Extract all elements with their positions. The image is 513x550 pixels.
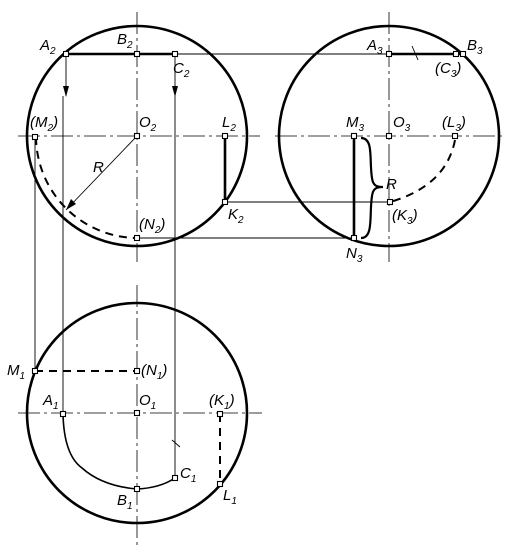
label-b2: B2: [117, 31, 133, 51]
point-a3: [385, 50, 393, 58]
label-l1: L1: [223, 487, 237, 507]
point-l3: [451, 132, 459, 140]
point-a1: [59, 410, 67, 418]
top-view-tick-mark: [171, 439, 181, 448]
label-b3: B3: [467, 37, 483, 57]
curly-brace: [360, 136, 384, 240]
side-view-hidden-arc-l3-k3: [389, 139, 456, 203]
front-view: [18, 12, 260, 262]
label-k2: K2: [228, 206, 244, 226]
point-b1: [133, 485, 141, 493]
label-c2: C2: [173, 60, 190, 80]
label-a2: A2: [39, 37, 56, 57]
label-c3: (C3): [435, 60, 461, 80]
label-o1: O1: [139, 392, 156, 412]
point-c1: [171, 474, 179, 482]
point-m1: [31, 367, 39, 375]
top-view-curve-a1-b1-c1: [62, 413, 176, 490]
label-k1: (K1): [209, 392, 235, 412]
label-a1: A1: [42, 392, 59, 412]
label-n3: N3: [346, 245, 363, 265]
point-o3: [385, 132, 393, 140]
arrowhead-a2: [63, 86, 69, 97]
label-r-front: R: [93, 159, 104, 176]
point-o2: [133, 132, 141, 140]
point-k1: [216, 410, 224, 418]
point-b2: [133, 50, 141, 58]
point-l1: [216, 480, 224, 488]
point-l2: [221, 132, 229, 140]
labels: A2 B2 C2 (M2) O2 L2 R K2 (N2) A3 B3 (C3)…: [7, 31, 483, 512]
point-a2: [62, 50, 70, 58]
label-a3: A3: [366, 37, 383, 57]
side-view-tick-mark: [411, 45, 419, 61]
label-m1: M1: [7, 362, 25, 382]
label-l3: (L3): [442, 114, 466, 134]
arrowhead-c2: [172, 86, 178, 97]
label-o2: O2: [139, 114, 157, 134]
point-c3: [452, 50, 460, 58]
projection-lines: [34, 53, 463, 478]
point-k2: [221, 198, 229, 206]
point-m3: [350, 132, 358, 140]
label-o3: O3: [393, 114, 411, 134]
label-n2: (N2): [139, 216, 165, 236]
point-c2: [171, 50, 179, 58]
point-n2: [133, 234, 141, 242]
label-c1: C1: [180, 465, 196, 485]
label-k3: (K3): [392, 207, 418, 227]
label-m2: (M2): [30, 114, 58, 134]
radius-arrowhead: [66, 199, 76, 210]
point-b3: [459, 50, 467, 58]
point-n1: [133, 367, 141, 375]
label-r-side: R: [386, 176, 397, 193]
point-k3: [386, 198, 394, 206]
label-m3: M3: [346, 114, 365, 134]
label-n1: (N1): [141, 362, 167, 382]
point-o1: [133, 409, 141, 417]
point-n3: [350, 234, 358, 242]
front-view-hidden-arc-m2-n2: [35, 136, 138, 239]
front-view-radius-line: [65, 135, 138, 211]
point-m2: [31, 133, 39, 141]
label-l2: L2: [222, 114, 236, 134]
points: [31, 50, 467, 493]
label-b1: B1: [117, 492, 133, 512]
